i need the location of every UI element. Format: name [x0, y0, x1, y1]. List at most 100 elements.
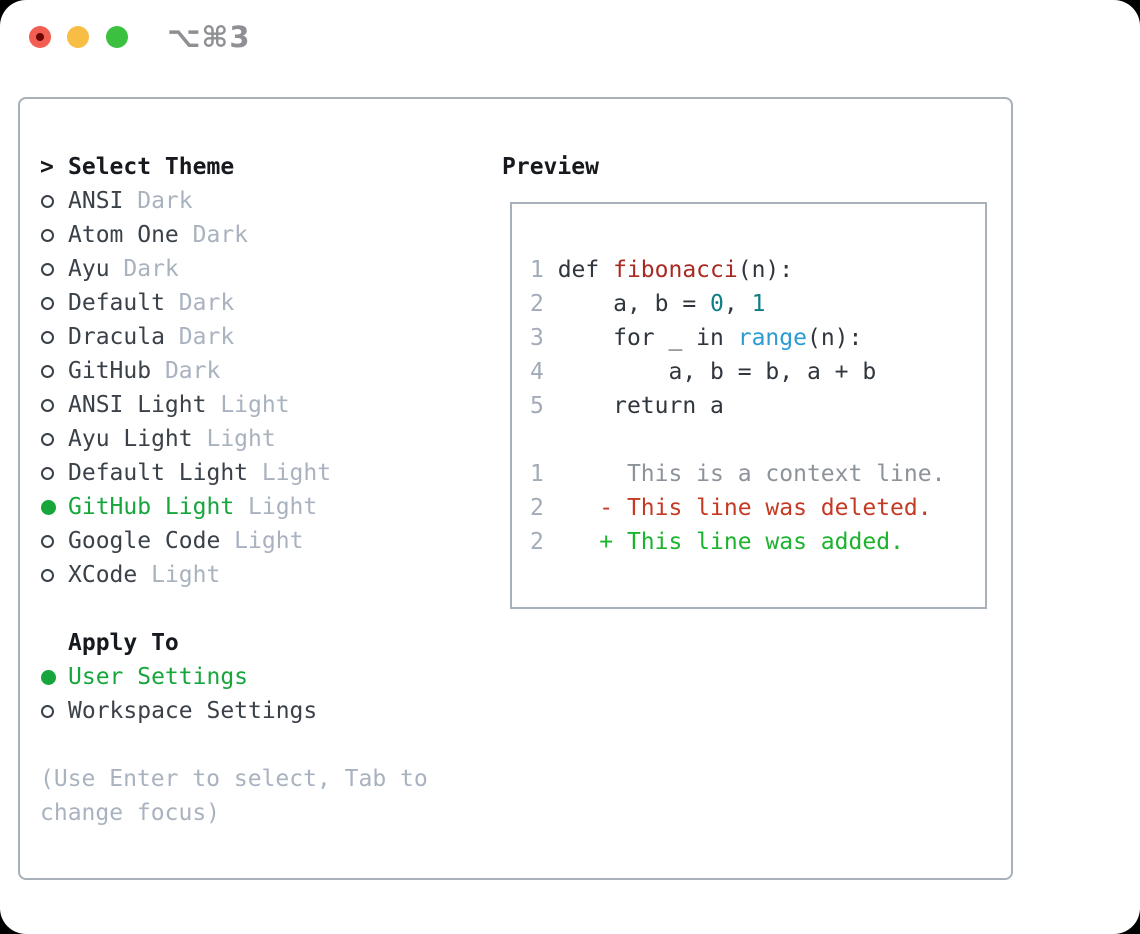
- code-line: 3 for _ in range(n):: [530, 321, 985, 355]
- theme-option-ansi-light[interactable]: ANSI Light Light: [40, 388, 464, 422]
- theme-variant: Dark: [164, 290, 235, 316]
- line-number: 1: [530, 461, 558, 487]
- theme-option-google-code[interactable]: Google Code Light: [40, 524, 464, 558]
- radio-column: [40, 534, 68, 548]
- code-token-builtin: range: [737, 325, 807, 351]
- code-line: 2 + This line was added.: [530, 525, 985, 559]
- code-token-num: 1: [751, 291, 766, 317]
- theme-option-atom-one[interactable]: Atom One Dark: [40, 218, 464, 252]
- apply-option-label: Workspace Settings: [68, 698, 318, 724]
- code-token-code: (n):: [806, 325, 863, 351]
- line-number: 1: [530, 257, 558, 283]
- radio-column: [40, 499, 68, 515]
- apply-option-workspace-settings[interactable]: Workspace Settings: [40, 694, 464, 728]
- code-line: 2 - This line was deleted.: [530, 491, 985, 525]
- select-theme-title: Select Theme: [68, 154, 235, 180]
- theme-name: ANSI Light: [68, 392, 207, 418]
- prompt-icon: >: [40, 154, 54, 180]
- radio-unselected-icon: [41, 228, 54, 242]
- traffic-light-minimize-button[interactable]: [67, 26, 89, 48]
- radio-column: [40, 364, 68, 378]
- radio-column: [40, 568, 68, 582]
- radio-unselected-icon: [41, 432, 54, 446]
- radio-column: [40, 704, 68, 718]
- code-token-code: (n):: [737, 257, 794, 283]
- line-number: 2: [530, 291, 558, 317]
- apply-to-title: Apply To: [68, 630, 179, 656]
- code-line: [530, 423, 985, 457]
- theme-option-default-light[interactable]: Default Light Light: [40, 456, 464, 490]
- theme-variant: Dark: [164, 324, 235, 350]
- code-token-code: for _ in: [557, 325, 738, 351]
- traffic-light-zoom-button[interactable]: [106, 26, 128, 48]
- radio-unselected-icon: [41, 398, 54, 412]
- theme-variant: Light: [248, 460, 332, 486]
- spacer: [40, 728, 464, 762]
- theme-variant: Light: [220, 528, 304, 554]
- theme-variant: Dark: [123, 188, 193, 214]
- apply-option-user-settings[interactable]: User Settings: [40, 660, 464, 694]
- radio-column: [40, 432, 68, 446]
- edited-indicator-dot-icon: [36, 33, 44, 41]
- apply-to-header: Apply To: [40, 626, 464, 660]
- theme-name: Dracula: [68, 324, 165, 350]
- line-number: 5: [530, 393, 558, 419]
- theme-variant: Light: [206, 392, 290, 418]
- theme-option-xcode[interactable]: XCode Light: [40, 558, 464, 592]
- theme-variant: Dark: [109, 256, 179, 282]
- code-token-deleted: - This line was deleted.: [557, 495, 932, 521]
- apply-option-label: User Settings: [68, 664, 249, 690]
- theme-option-github-light[interactable]: GitHub Light Light: [40, 490, 464, 524]
- radio-unselected-icon: [41, 296, 54, 310]
- traffic-light-close-button[interactable]: [29, 26, 51, 48]
- theme-option-dracula[interactable]: Dracula Dark: [40, 320, 464, 354]
- radio-column: [40, 669, 68, 685]
- radio-unselected-icon: [41, 194, 54, 208]
- code-line: 1 def fibonacci(n):: [530, 253, 985, 287]
- code-token-code: return a: [557, 393, 724, 419]
- theme-option-default[interactable]: Default Dark: [40, 286, 464, 320]
- radio-unselected-icon: [41, 364, 54, 378]
- code-token-num: 0: [710, 291, 724, 317]
- theme-variant: Dark: [178, 222, 249, 248]
- code-token-code: ,: [723, 291, 752, 317]
- theme-name: Ayu Light: [68, 426, 193, 452]
- radio-unselected-icon: [41, 568, 54, 582]
- keyboard-hint: (Use Enter to select, Tab to change focu…: [40, 766, 428, 826]
- code-line: 2 a, b = 0, 1: [530, 287, 985, 321]
- preview-title: Preview: [502, 154, 599, 180]
- code-token-code: def: [557, 257, 614, 283]
- theme-name: Default Light: [68, 460, 249, 486]
- theme-option-github[interactable]: GitHub Dark: [40, 354, 464, 388]
- theme-variant: Light: [234, 494, 318, 520]
- theme-name: Google Code: [68, 528, 221, 554]
- code-token-func: fibonacci: [613, 257, 738, 283]
- radio-unselected-icon: [41, 262, 54, 276]
- theme-name: Atom One: [68, 222, 179, 248]
- theme-name: ANSI: [68, 188, 124, 214]
- radio-column: [40, 398, 68, 412]
- spacer: [40, 592, 464, 626]
- theme-option-ayu[interactable]: Ayu Dark: [40, 252, 464, 286]
- radio-column: [40, 228, 68, 242]
- select-theme-header: > Select Theme: [40, 150, 464, 184]
- theme-option-ayu-light[interactable]: Ayu Light Light: [40, 422, 464, 456]
- keyboard-shortcut-label: ⌥⌘3: [167, 20, 251, 54]
- radio-column: [40, 296, 68, 310]
- theme-option-ansi[interactable]: ANSI Dark: [40, 184, 464, 218]
- radio-unselected-icon: [41, 704, 54, 718]
- code-token-added: + This line was added.: [557, 529, 904, 555]
- radio-column: [40, 330, 68, 344]
- code-token-context: This is a context line.: [557, 461, 946, 487]
- radio-column: [40, 262, 68, 276]
- theme-name: GitHub Light: [68, 494, 235, 520]
- theme-name: XCode: [68, 562, 138, 588]
- code-line: 5 return a: [530, 389, 985, 423]
- theme-name: Ayu: [68, 256, 110, 282]
- line-number: 4: [530, 359, 558, 385]
